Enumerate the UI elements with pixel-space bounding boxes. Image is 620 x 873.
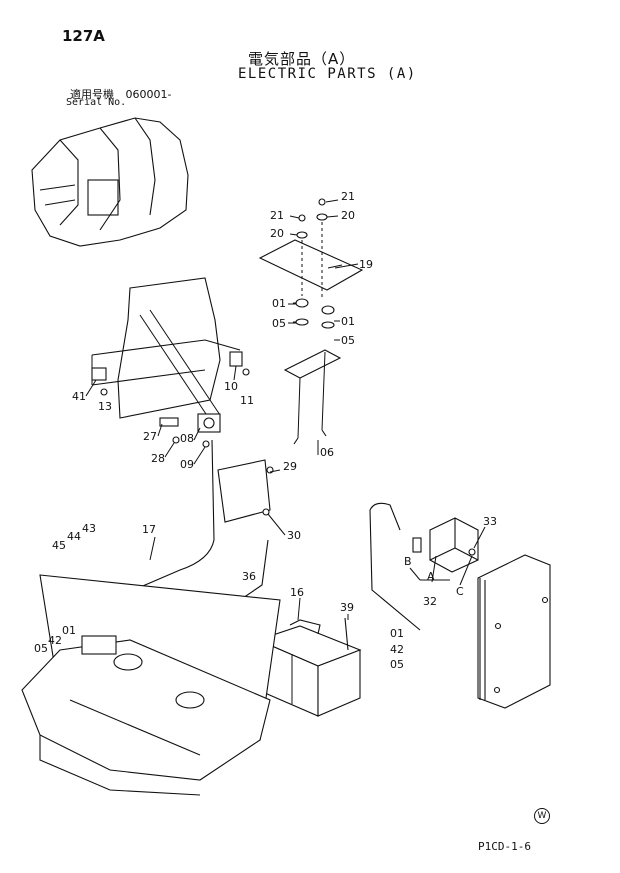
callout-06: 06 (320, 446, 334, 459)
title-japanese: 電気部品（A） (248, 50, 356, 68)
callout-28: 28 (151, 452, 165, 465)
callout-11: 11 (240, 394, 254, 407)
callout-labels: 21 20 21 20 19 01 05 01 05 06 10 11 41 1… (34, 190, 497, 671)
callout-05b: 05 (341, 334, 355, 347)
callout-44: 44 (67, 530, 81, 543)
relay-parts (91, 351, 250, 448)
serial-applicability: 適用号機 060001- (70, 86, 171, 102)
control-panel-box (477, 554, 551, 709)
leader-lines (85, 264, 486, 621)
callout-43: 43 (82, 522, 96, 535)
callout-13: 13 (98, 400, 112, 413)
page-number: 127A (62, 27, 105, 45)
bracket-plate (217, 459, 274, 523)
callout-36: 36 (242, 570, 256, 583)
callout-32: 32 (423, 595, 437, 608)
callout-30: 30 (287, 529, 301, 542)
page-code: P1CD-1-6 (478, 840, 531, 853)
callout-09: 09 (180, 458, 194, 471)
relay-component (412, 517, 479, 573)
callout-41: 41 (72, 390, 86, 403)
callout-05d: 05 (390, 658, 404, 671)
callout-45: 45 (52, 539, 66, 552)
callout-C: C (456, 585, 464, 598)
upper-frame-illustration (21, 574, 281, 796)
battery-pair (256, 617, 362, 717)
callout-21a: 21 (341, 190, 355, 203)
callout-01c: 01 (62, 624, 76, 637)
serial-label-en: Serial No. (66, 97, 127, 108)
serial-label-jp: 適用号機 (70, 88, 114, 101)
callout-A: A (427, 570, 435, 583)
serial-value: 060001- (125, 88, 172, 101)
callout-33: 33 (483, 515, 497, 528)
callout-05c: 05 (34, 642, 48, 655)
title-english: ELECTRIC PARTS (A) (238, 66, 417, 82)
callout-16: 16 (290, 586, 304, 599)
machine-cab-illustration (31, 117, 189, 247)
callout-17: 17 (142, 523, 156, 536)
callout-B: B (404, 555, 412, 568)
hardware-stack-top (289, 198, 340, 341)
battery-hold-down-bracket (283, 349, 342, 455)
wire-connector (369, 502, 421, 631)
callout-01a: 01 (272, 297, 286, 310)
callout-20b: 20 (270, 227, 284, 240)
callout-42b: 42 (390, 643, 404, 656)
battery-cover-plate (258, 239, 364, 291)
callout-19: 19 (359, 258, 373, 271)
watermark-mark: W (534, 808, 550, 824)
callout-05a: 05 (272, 317, 286, 330)
relay-mounting-panel (91, 277, 241, 421)
callout-20a: 20 (341, 209, 355, 222)
callout-01b: 01 (341, 315, 355, 328)
callout-10: 10 (224, 380, 238, 393)
callout-29: 29 (283, 460, 297, 473)
callout-42a: 42 (48, 634, 62, 647)
callout-08: 08 (180, 432, 194, 445)
callout-21b: 21 (270, 209, 284, 222)
callout-27: 27 (143, 430, 157, 443)
callout-39: 39 (340, 601, 354, 614)
callout-01d: 01 (390, 627, 404, 640)
